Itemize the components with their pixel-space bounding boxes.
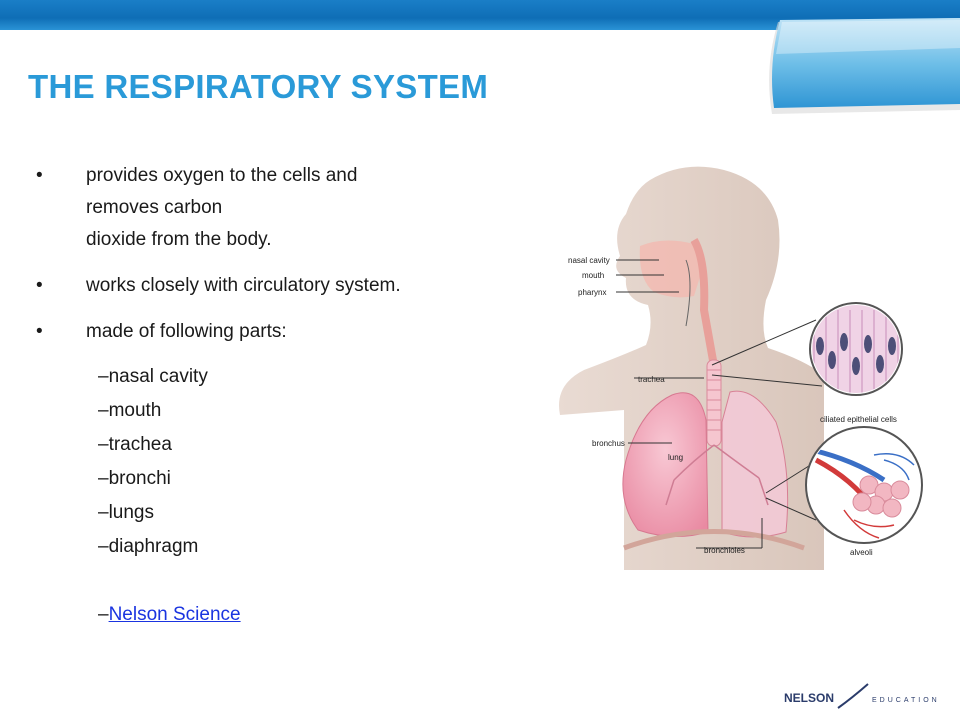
label-bronchus: bronchus (592, 439, 625, 448)
label-trachea: trachea (638, 375, 665, 384)
label-alveoli: alveoli (850, 548, 873, 557)
part-diaphragm: –diaphragm (98, 536, 199, 557)
logo-brand: NELSON (784, 691, 834, 705)
bullet-text: removes carbon (86, 197, 223, 218)
diaphragm-shape (623, 529, 805, 551)
trachea-shape (706, 359, 722, 447)
label-mouth: mouth (582, 271, 604, 280)
label-pharynx: pharynx (578, 288, 606, 297)
logo-sub: EDUCATION (872, 697, 940, 704)
nelson-science-link[interactable]: Nelson Science (108, 604, 241, 625)
part-bronchi: –bronchi (98, 468, 171, 489)
corner-decoration (769, 18, 960, 114)
label-nasal-cavity: nasal cavity (568, 256, 610, 265)
bullet-dot: • (36, 275, 43, 296)
parts-list: –nasal cavity –mouth –trachea –bronchi –… (34, 360, 554, 564)
bullet-text: works closely with circulatory system. (86, 275, 401, 296)
left-lung-shape (622, 392, 709, 538)
bullet-item: • made of following parts: (34, 316, 554, 348)
bullet-text: made of following parts: (86, 321, 287, 342)
part-trachea: –trachea (98, 434, 172, 455)
link-row: –Nelson Science (34, 598, 554, 632)
label-bronchioles: bronchioles (704, 546, 745, 555)
bullet-dot: • (36, 321, 43, 342)
content-list: • provides oxygen to the cells and remov… (34, 160, 554, 632)
link-prefix: – (98, 604, 109, 625)
part-nasal-cavity: –nasal cavity (98, 366, 208, 387)
part-mouth: –mouth (98, 400, 162, 421)
label-ciliated-cells: ciliated epithelial cells (820, 415, 897, 424)
label-lung: lung (668, 453, 683, 462)
logo-swoosh (837, 683, 869, 709)
respiratory-diagram: nasal cavity mouth pharynx trachea bronc… (559, 166, 923, 570)
part-lungs: –lungs (98, 502, 154, 523)
bullet-dot: • (36, 165, 43, 186)
slide-title: THE RESPIRATORY SYSTEM (28, 68, 489, 105)
bullet-item: • provides oxygen to the cells and remov… (34, 160, 554, 256)
bullet-text: provides oxygen to the cells and (86, 165, 358, 186)
bullet-item: • works closely with circulatory system. (34, 270, 554, 302)
bullet-text: dioxide from the body. (86, 229, 272, 250)
nelson-education-logo: NELSON EDUCATION (784, 683, 940, 709)
